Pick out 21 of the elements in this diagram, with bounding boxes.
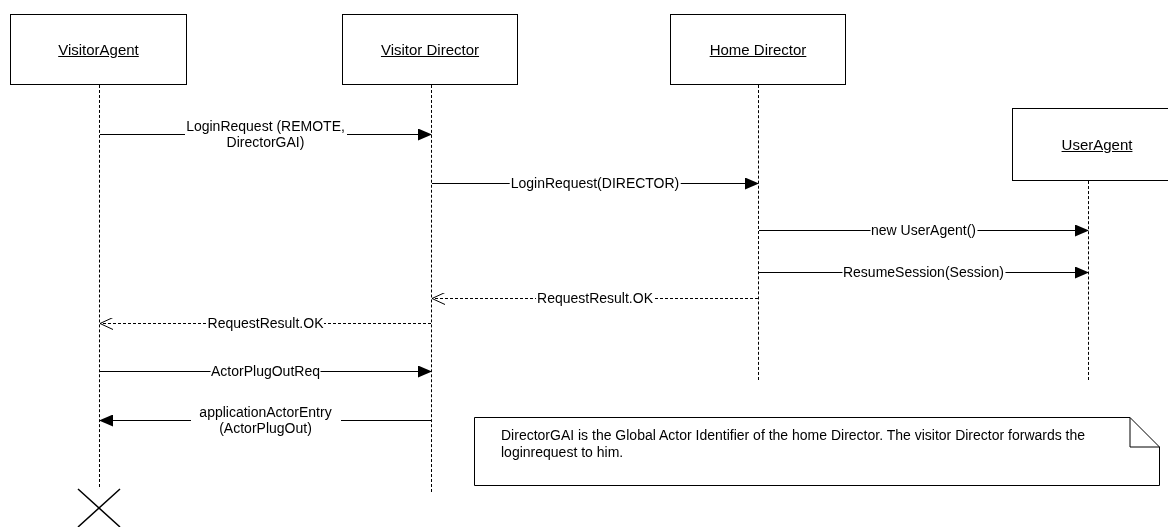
object-name: Visitor Director bbox=[380, 41, 480, 58]
object-name: VisitorAgent bbox=[58, 41, 139, 58]
lifeline bbox=[758, 85, 759, 380]
object-name: Home Director bbox=[709, 41, 807, 58]
message-label: new UserAgent() bbox=[870, 222, 977, 238]
lifeline bbox=[99, 85, 100, 487]
lifeline bbox=[431, 85, 432, 492]
object-name: UserAgent bbox=[1061, 136, 1133, 153]
lifeline-head-box bbox=[670, 14, 846, 85]
message-label: ResumeSession(Session) bbox=[841, 264, 1006, 280]
message-label: RequestResult.OK bbox=[536, 290, 654, 306]
message-label: applicationActorEntry (ActorPlugOut) bbox=[190, 404, 341, 436]
lifeline bbox=[1088, 181, 1089, 380]
message-label: LoginRequest(DIRECTOR) bbox=[509, 175, 681, 191]
note-text: DirectorGAI is the Global Actor Identifier of the home Director. The visitor Director forwards the loginrequest to him. bbox=[501, 427, 1087, 461]
lifeline-head-box bbox=[342, 14, 518, 85]
message-label: LoginRequest (REMOTE, DirectorGAI) bbox=[184, 118, 347, 150]
lifeline-head-box bbox=[10, 14, 187, 85]
message-label: RequestResult.OK bbox=[206, 315, 325, 331]
lifeline-head-box bbox=[1012, 108, 1168, 181]
message-label: ActorPlugOutReq bbox=[210, 363, 321, 379]
